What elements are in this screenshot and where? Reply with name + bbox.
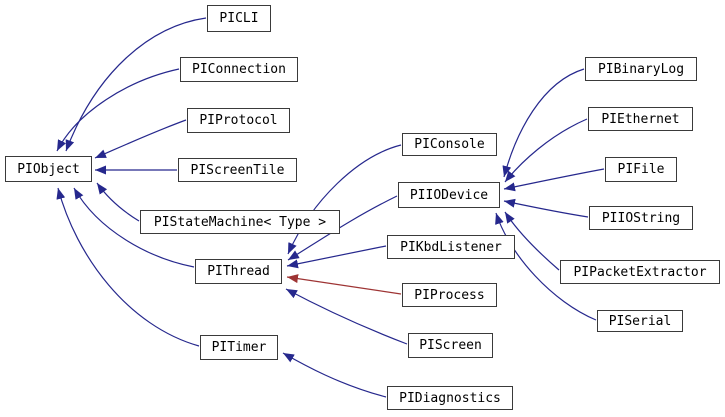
node-piscreentile[interactable]: PIScreenTile — [178, 158, 297, 182]
edge-piiostring-to-piiodevice — [503, 198, 589, 218]
node-picli[interactable]: PICLI — [207, 5, 271, 32]
edge-pitimer-to-piobject — [56, 187, 200, 347]
edge-pibinarylog-to-piiodevice — [502, 68, 585, 178]
node-pithread[interactable]: PIThread — [195, 259, 282, 284]
edge-piscreen-to-pithread — [285, 288, 408, 345]
node-piserial[interactable]: PISerial — [597, 310, 683, 332]
node-pistatemachine[interactable]: PIStateMachine< Type > — [140, 210, 340, 234]
edge-picli-to-piobject — [65, 17, 207, 152]
edge-pithread-to-piobject — [73, 187, 195, 268]
edge-pidiagnostics-to-pitimer — [282, 352, 387, 398]
node-pikbdlistener[interactable]: PIKbdListener — [387, 235, 515, 259]
edge-pikbdlistener-to-pithread — [286, 245, 387, 269]
edge-piconsole-to-pithread — [287, 144, 402, 255]
node-pibinarylog[interactable]: PIBinaryLog — [585, 57, 697, 81]
node-pitimer[interactable]: PITimer — [200, 335, 278, 360]
edge-piprocess-to-pithread — [286, 274, 402, 295]
edge-piprotocol-to-piobject — [94, 119, 187, 159]
node-piconnection[interactable]: PIConnection — [180, 57, 298, 82]
edge-pistatemachine-to-piobject — [96, 182, 140, 222]
node-piethernet[interactable]: PIEthernet — [588, 107, 693, 131]
edge-piserial-to-piiodevice — [495, 212, 597, 321]
node-piconsole[interactable]: PIConsole — [402, 133, 497, 156]
edge-piconnection-to-piobject — [56, 68, 180, 152]
edge-pipacketextractor-to-piiodevice — [504, 211, 560, 271]
node-piiodevice[interactable]: PIIODevice — [398, 182, 500, 208]
edge-pifile-to-piiodevice — [503, 168, 605, 192]
node-pipacketextractor[interactable]: PIPacketExtractor — [560, 260, 720, 284]
node-piobject[interactable]: PIObject — [5, 156, 92, 182]
node-pidiagnostics[interactable]: PIDiagnostics — [387, 386, 513, 410]
node-pifile[interactable]: PIFile — [605, 157, 677, 182]
edge-piethernet-to-piiodevice — [504, 118, 588, 183]
node-piscreen[interactable]: PIScreen — [408, 333, 493, 358]
node-piprotocol[interactable]: PIProtocol — [187, 108, 290, 133]
node-piprocess[interactable]: PIProcess — [402, 283, 497, 307]
node-piiostring[interactable]: PIIOString — [589, 206, 693, 230]
